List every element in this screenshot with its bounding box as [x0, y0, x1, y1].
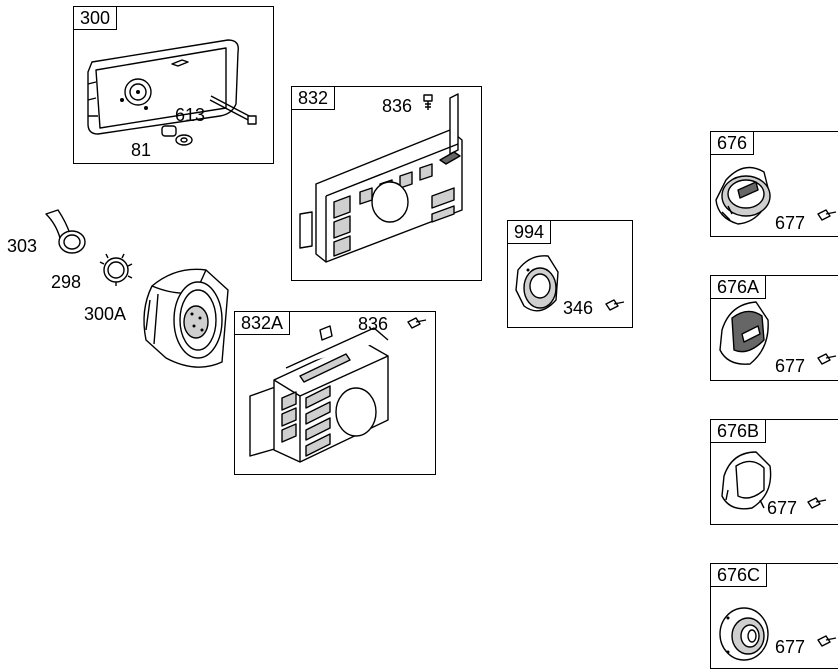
- callout-300A: 300A: [84, 304, 127, 324]
- callout-346: 346: [563, 298, 594, 318]
- callout-836-upper: 836: [382, 96, 413, 116]
- callout-677-a: 677: [775, 213, 806, 233]
- callout-303: 303: [7, 236, 38, 256]
- part-number-tag: 676C: [710, 563, 768, 587]
- callout-836-lower: 836: [358, 314, 389, 334]
- part-number-tag: 832: [291, 86, 336, 110]
- callout-298: 298: [51, 272, 82, 292]
- callout-613: 613: [175, 105, 206, 125]
- callout-677-d: 677: [775, 637, 806, 657]
- part-number-tag: 676A: [710, 275, 767, 299]
- part-box-994: 994: [507, 220, 633, 328]
- part-number-tag: 994: [507, 220, 552, 244]
- callout-81: 81: [131, 140, 152, 160]
- part-number-tag: 300: [73, 6, 118, 30]
- callout-677-b: 677: [775, 356, 806, 376]
- part-number-tag: 676: [710, 131, 755, 155]
- part-number-tag: 832A: [234, 311, 291, 335]
- callout-677-c: 677: [767, 498, 798, 518]
- part-number-tag: 676B: [710, 419, 767, 443]
